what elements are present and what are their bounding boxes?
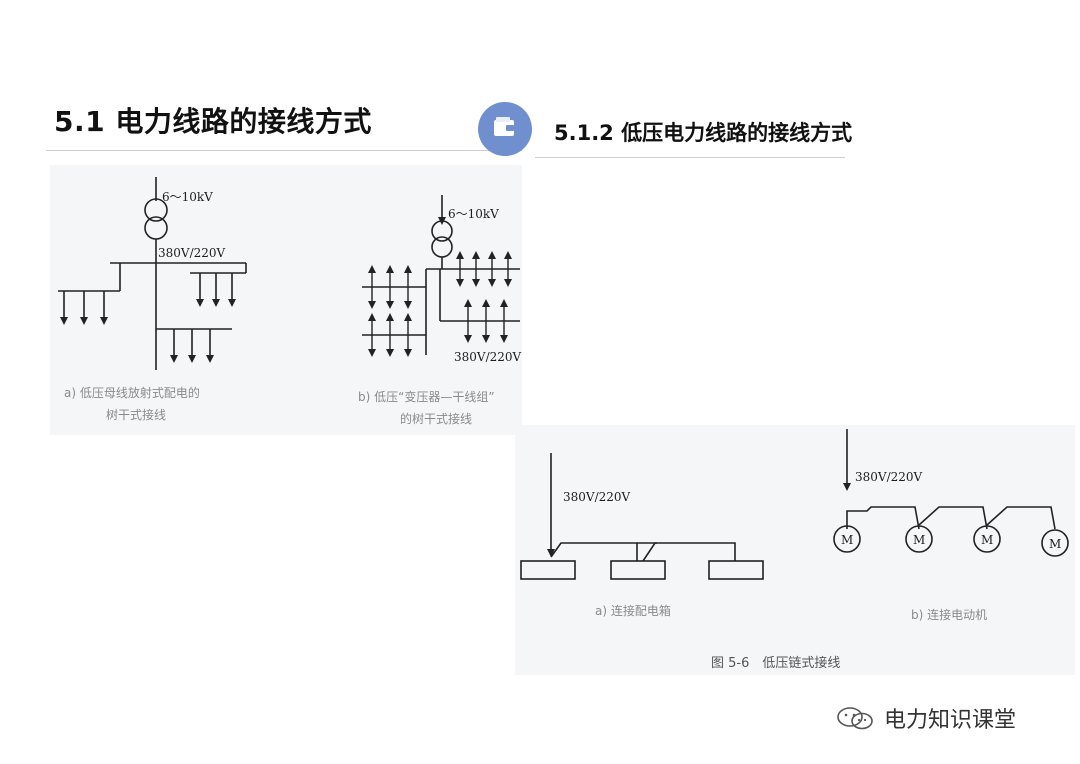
watermark-text: 电力知识课堂 (884, 708, 1017, 733)
motor-label: M (1049, 537, 1061, 551)
tree-wiring-figure: 6～10kV 380V/220V a) 低压母线放射式配电的 树干式接线 (50, 165, 522, 435)
motor-label: M (913, 533, 925, 547)
figure-caption: 图 5-6 低压链式接线 (711, 655, 840, 671)
motor-label: M (981, 533, 993, 547)
caption-motors: b) 连接电动机 (911, 607, 987, 622)
wallet-icon (478, 102, 532, 156)
voltage-hv-label: 6～10kV (162, 190, 213, 204)
voltage-lv-label: 380V/220V (158, 246, 226, 260)
voltage-lv-label-b: 380V/220V (454, 350, 522, 364)
caption-b-line1: b) 低压“变压器—干线组” (358, 389, 495, 404)
caption-a-line2: 树干式接线 (106, 407, 166, 422)
section-subtitle: 5.1.2 低压电力线路的接线方式 (554, 121, 853, 145)
caption-b-line2: 的树干式接线 (400, 411, 472, 426)
title-divider (46, 150, 522, 151)
voltage-label-boxes: 380V/220V (563, 490, 631, 504)
diagram-b: 6～10kV 38 (358, 195, 522, 426)
diagram-chain-boxes: 380V/220V a) 连接配电箱 (520, 453, 764, 618)
page-title: 5.1 电力线路的接线方式 (54, 105, 372, 138)
diagram-chain-motors: 380V/220V M M M M b) 连接电动机 (833, 429, 1069, 622)
caption-boxes: a) 连接配电箱 (595, 603, 671, 618)
watermark: 电力知识课堂 (834, 702, 1016, 734)
voltage-label-motors: 380V/220V (855, 470, 923, 484)
caption-a-line1: a) 低压母线放射式配电的 (64, 385, 200, 400)
diagram-a: 6～10kV 380V/220V a) 低压母线放射式配电的 树干式接线 (58, 177, 247, 422)
motor-label: M (841, 533, 853, 547)
chain-wiring-figure: 380V/220V a) 连接配电箱 380V/220V M M M M b) … (515, 425, 1075, 675)
wechat-icon (837, 707, 873, 730)
subtitle-divider (535, 157, 845, 158)
voltage-hv-label-b: 6～10kV (448, 207, 499, 221)
